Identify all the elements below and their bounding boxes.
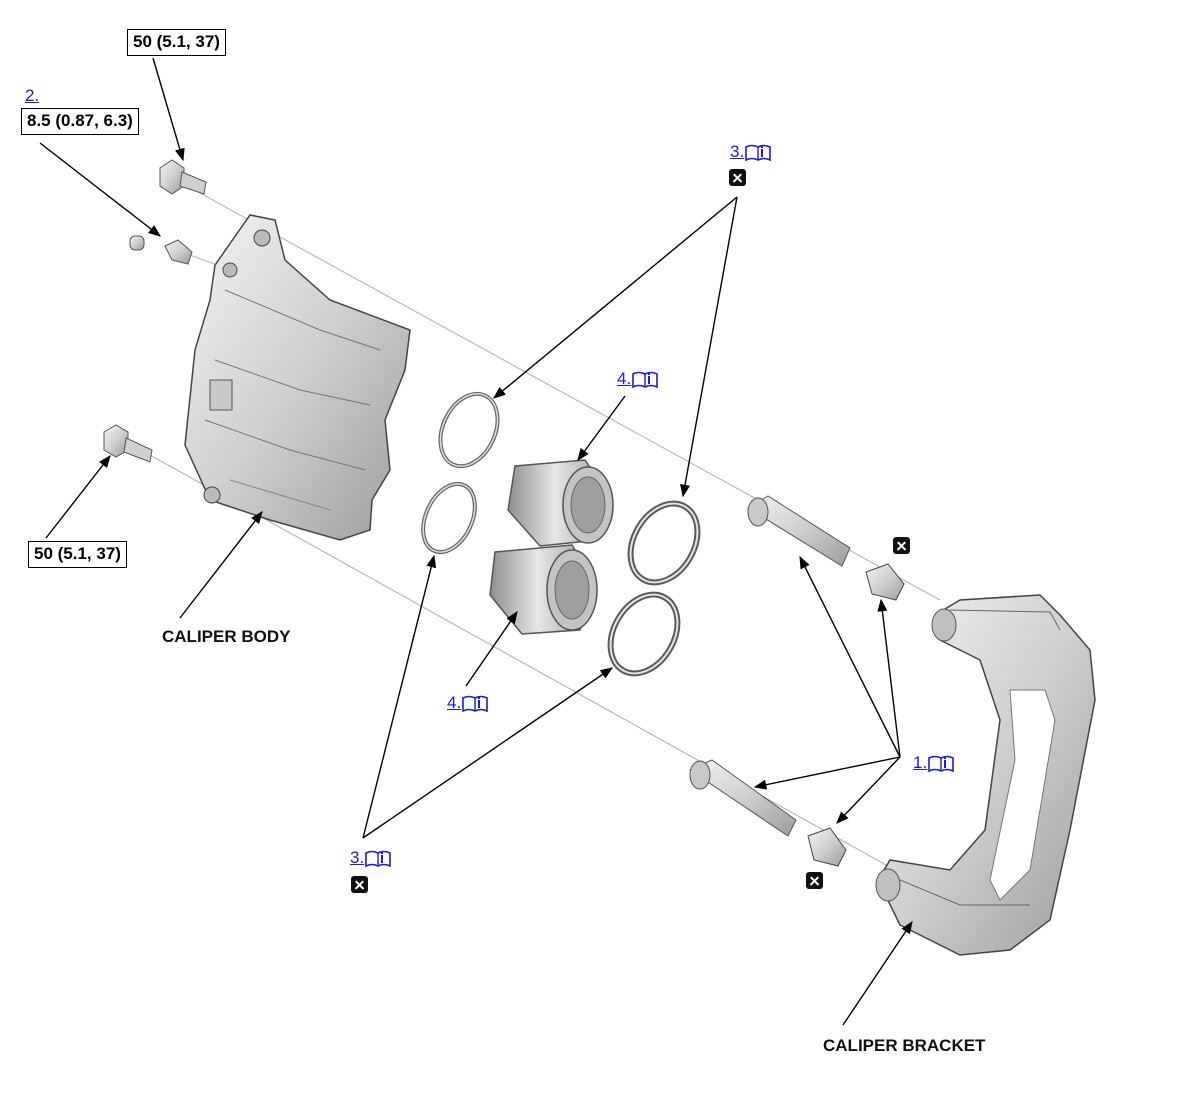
link-step-3-bottom[interactable]: 3. <box>350 848 391 868</box>
replace-part-x-icon <box>893 537 910 554</box>
book-info-icon <box>745 144 771 162</box>
caliper-body-drawing <box>184 214 411 541</box>
torque-label-lower-bolt: 50 (5.1, 37) <box>28 541 127 568</box>
pin-boots <box>807 563 905 867</box>
link-step-3-top-text: 3. <box>730 142 745 161</box>
replace-part-x-icon <box>351 876 368 893</box>
link-step-4-bottom-text: 4. <box>447 693 462 712</box>
top-caliper-bolt <box>159 159 207 195</box>
link-step-4-bottom[interactable]: 4. <box>447 693 488 713</box>
caliper-bracket-drawing <box>875 594 1096 956</box>
book-info-icon <box>632 371 658 389</box>
torque-label-top-bolt: 50 (5.1, 37) <box>127 29 226 56</box>
book-info-icon <box>462 695 488 713</box>
link-step-4-top[interactable]: 4. <box>617 369 658 389</box>
book-info-icon <box>365 850 391 868</box>
link-step-1[interactable]: 1. <box>913 753 954 773</box>
piston-seals <box>421 391 500 555</box>
guide-pins <box>688 495 851 837</box>
book-info-icon <box>928 755 954 773</box>
link-step-2[interactable]: 2. <box>25 86 39 106</box>
dust-boots <box>607 500 701 677</box>
link-step-3-bottom-text: 3. <box>350 848 365 867</box>
link-step-1-text: 1. <box>913 753 928 772</box>
link-step-2-text: 2. <box>25 86 40 105</box>
caliper-bracket-label: CALIPER BRACKET <box>823 1036 986 1055</box>
torque-label-bleeder: 8.5 (0.87, 6.3) <box>21 108 139 135</box>
replace-part-x-icon <box>729 169 746 186</box>
leader-arrows <box>39 57 913 1026</box>
caliper-body-label: CALIPER BODY <box>162 627 291 646</box>
bleeder-screw <box>129 235 193 265</box>
pistons <box>489 459 614 635</box>
link-step-4-top-text: 4. <box>617 369 632 388</box>
replace-part-x-icon <box>806 872 823 889</box>
lower-caliper-bolt <box>103 424 153 463</box>
link-step-3-top[interactable]: 3. <box>730 142 771 162</box>
